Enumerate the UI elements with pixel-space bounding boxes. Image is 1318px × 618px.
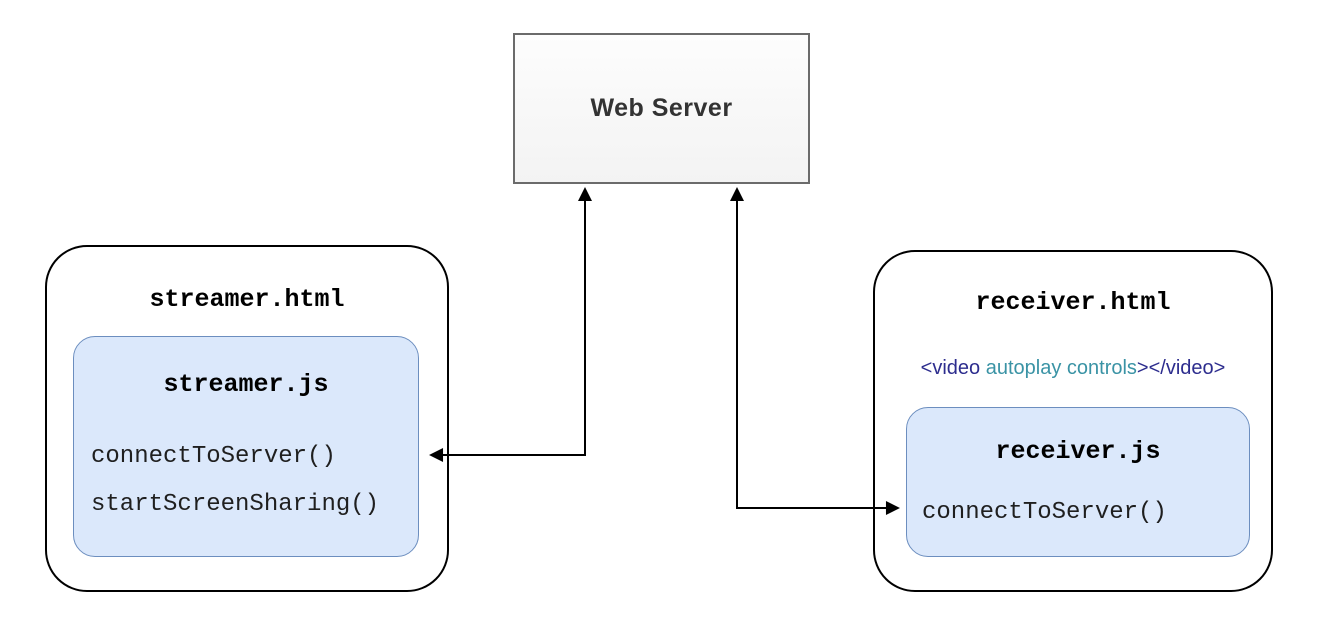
video-tag-close: ></video> (1136, 357, 1226, 379)
receiver-html-title: receiver.html (975, 288, 1171, 317)
receiver-js-title: receiver.js (995, 437, 1161, 466)
receiver-js-box: receiver.js connectToServer() (906, 407, 1250, 557)
streamer-code-line-screenshare: startScreenSharing() (91, 491, 380, 518)
streamer-code-line-connect: connectToServer() (91, 443, 336, 470)
web-server-box: Web Server (513, 33, 810, 184)
video-tag-open: <video (920, 357, 986, 379)
video-tag-attrs: autoplay controls (985, 357, 1137, 379)
streamer-html-box: streamer.html streamer.js connectToServe… (45, 245, 449, 592)
receiver-code-line-connect: connectToServer() (922, 499, 1167, 526)
video-tag-code: <video autoplay controls></video> (875, 357, 1271, 380)
streamer-js-title: streamer.js (163, 370, 329, 399)
web-server-label: Web Server (590, 94, 733, 122)
streamer-html-title: streamer.html (149, 285, 345, 314)
receiver-html-box: receiver.html <video autoplay controls><… (873, 250, 1273, 592)
streamer-server-connector-arrow (429, 187, 592, 462)
streamer-js-box: streamer.js connectToServer() startScree… (73, 336, 419, 557)
